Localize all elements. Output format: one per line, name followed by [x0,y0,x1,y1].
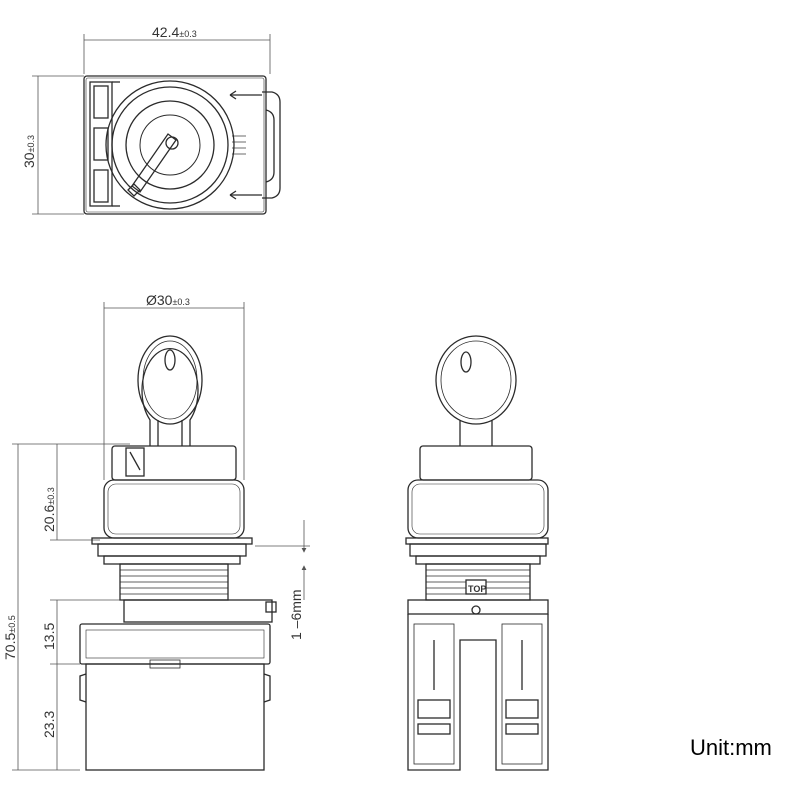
block-height-label: 23.3 [41,711,57,738]
head-height-label: 20.6±0.3 [41,487,57,532]
panel-thickness-label: 1 –6mm [288,589,304,640]
unit-label: Unit:mm [690,735,772,760]
top-height-label: 30±0.3 [21,135,37,168]
total-height-label: 70.5±0.5 [2,615,18,660]
top-width-label: 42.4±0.3 [152,24,197,40]
top-marker: TOP [468,584,486,594]
top-view [32,34,281,215]
diameter-label: Ø30±0.3 [146,292,190,308]
front-view [405,335,549,771]
mid-height-label: 13.5 [41,623,57,650]
side-view [12,302,310,771]
